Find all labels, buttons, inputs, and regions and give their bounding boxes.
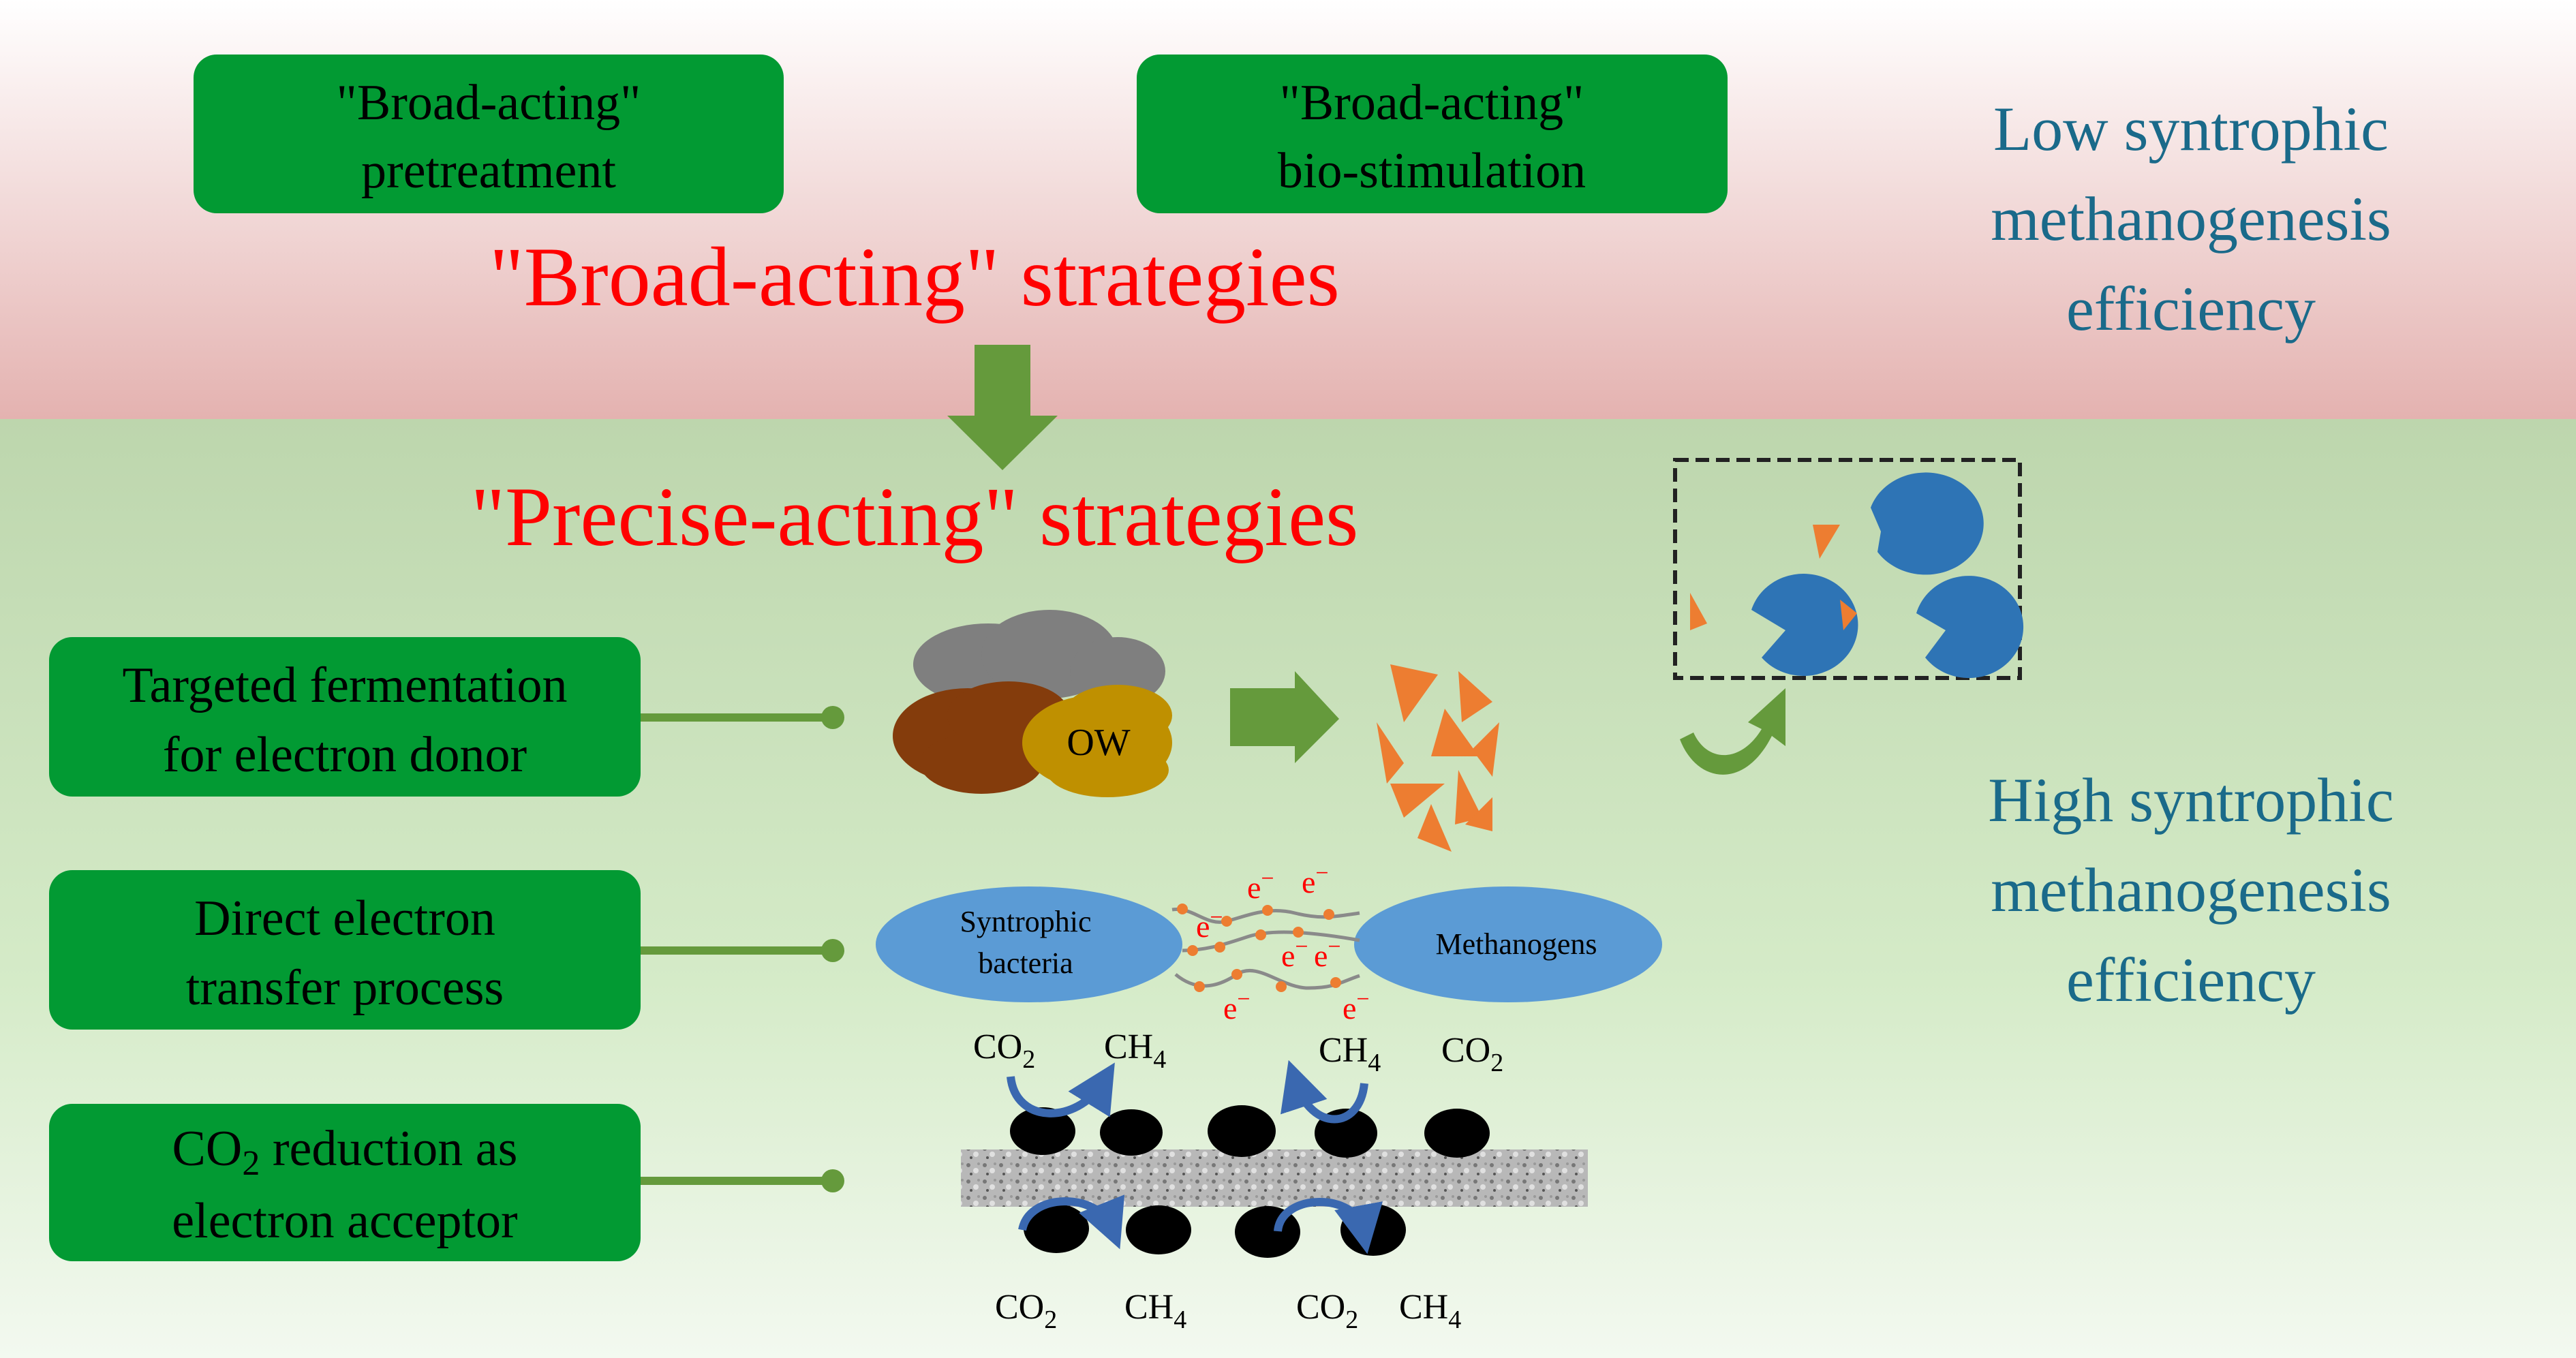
pacman-enzymes bbox=[1751, 472, 2024, 679]
box-line: transfer process bbox=[186, 960, 504, 1016]
electron-label: e− bbox=[1196, 905, 1223, 944]
high-efficiency-line: High syntrophic bbox=[1988, 765, 2393, 835]
connector-dot bbox=[821, 1169, 844, 1192]
box-line: electron acceptor bbox=[172, 1193, 517, 1249]
conductive-carbon-bar bbox=[961, 1149, 1588, 1207]
electron-label: e− bbox=[1223, 987, 1251, 1025]
fragments bbox=[1377, 664, 1499, 852]
electron-label: e− bbox=[1343, 987, 1370, 1025]
connector-dot bbox=[821, 706, 844, 729]
ch4-label: CH4 bbox=[1124, 1288, 1186, 1334]
box-line: pretreatment bbox=[361, 143, 616, 199]
box-line: "Broad-acting" bbox=[1280, 75, 1584, 131]
co2-label: CO2 bbox=[1296, 1288, 1358, 1334]
high-efficiency-line: methanogenesis bbox=[1991, 855, 2391, 925]
cell-label: Syntrophic bbox=[960, 905, 1091, 938]
label-line: efficiency bbox=[2066, 274, 2316, 343]
electron-label: e− bbox=[1281, 934, 1308, 973]
broad-acting-title: "Broad-acting" strategies bbox=[489, 230, 1340, 324]
box-line: Targeted fermentation bbox=[123, 658, 568, 713]
co2-label: CO2 bbox=[973, 1028, 1035, 1074]
yellow-cloud bbox=[1022, 685, 1172, 797]
strategy-targeted-fermentation: Targeted fermentation for electron donor bbox=[49, 637, 844, 797]
ch4-label: CH4 bbox=[1399, 1288, 1461, 1334]
precise-acting-title: "Precise-acting" strategies bbox=[471, 470, 1359, 564]
box-broad-pretreatment: "Broad-acting" pretreatment bbox=[194, 55, 784, 213]
electron-label: e− bbox=[1247, 866, 1274, 905]
enzyme-box bbox=[1673, 458, 2022, 680]
electron-label: e− bbox=[1302, 861, 1329, 899]
strategy-co2-reduction: CO2 reduction as electron acceptor bbox=[49, 1104, 844, 1261]
cell-label: bacteria bbox=[978, 946, 1073, 980]
substrate-fragments bbox=[1690, 525, 1857, 630]
electrons: e− e− e− e− e− e− e− bbox=[1196, 861, 1370, 1025]
label-line: methanogenesis bbox=[1991, 184, 2391, 253]
down-arrow-icon bbox=[947, 345, 1058, 470]
box-line: Direct electron bbox=[194, 891, 495, 946]
low-efficiency-label: Low syntrophic methanogenesis efficiency bbox=[1991, 94, 2391, 343]
gray-cloud bbox=[913, 610, 1165, 705]
box-line: bio-stimulation bbox=[1278, 143, 1586, 199]
cell-label: Methanogens bbox=[1435, 927, 1597, 961]
box-broad-biostimulation: "Broad-acting" bio-stimulation bbox=[1137, 55, 1728, 213]
ch4-label: CH4 bbox=[1104, 1028, 1166, 1074]
electron-label: e− bbox=[1314, 934, 1341, 973]
methanogens-cell: Methanogens bbox=[1354, 886, 1662, 1002]
co2-label: CO2 bbox=[1441, 1031, 1503, 1077]
box-line: for electron donor bbox=[163, 727, 527, 783]
ow-label: OW bbox=[1067, 722, 1130, 764]
brown-cloud bbox=[893, 681, 1070, 794]
reaction-arrows bbox=[1007, 1060, 1383, 1254]
co2-label: CO2 bbox=[995, 1288, 1057, 1334]
strategy-direct-electron-transfer: Direct electron transfer process bbox=[49, 870, 844, 1030]
label-line: Low syntrophic bbox=[1993, 94, 2389, 164]
organic-waste-cluster: OW bbox=[893, 610, 1172, 797]
nanowire-dots bbox=[1177, 904, 1341, 992]
chemical-labels: CO2 CH4 CH4 CO2 CO2 CH4 CO2 CH4 bbox=[973, 1028, 1503, 1334]
right-arrow-icon bbox=[1230, 671, 1339, 763]
box-line: CO2 reduction as bbox=[172, 1121, 518, 1183]
ch4-label: CH4 bbox=[1319, 1031, 1381, 1077]
syntrophic-bacteria-cell: Syntrophic bacteria bbox=[876, 886, 1182, 1002]
box-line: "Broad-acting" bbox=[337, 75, 641, 131]
high-efficiency-line: efficiency bbox=[2066, 945, 2316, 1015]
connector-dot bbox=[821, 939, 844, 962]
curved-arrow-icon bbox=[1680, 688, 1785, 775]
